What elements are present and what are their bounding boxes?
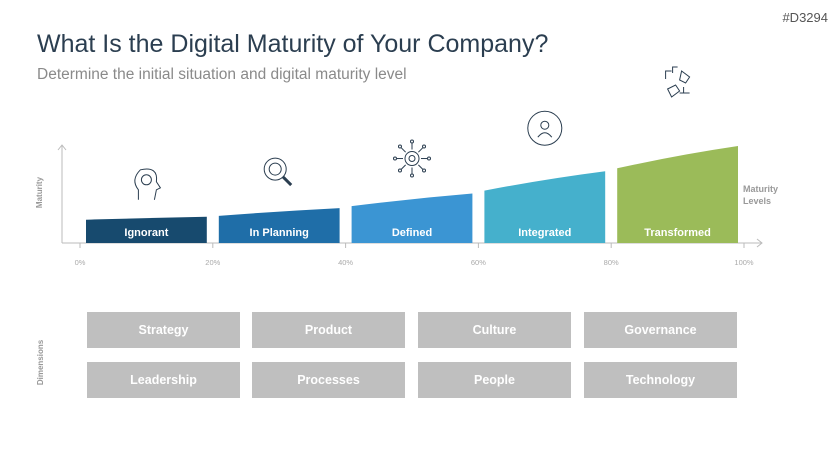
dimension-box: Leadership [87,362,240,398]
level-label: Integrated [518,227,571,239]
dimension-box: Technology [584,362,737,398]
x-tick-label: 20% [205,258,221,267]
magnifier-globe-icon [263,157,293,187]
y-axis-arrow [57,144,67,151]
x-axis-arrow [756,238,763,248]
dimension-box: Culture [418,312,571,348]
level-label: In Planning [250,227,309,239]
dimension-box: People [418,362,571,398]
x-tick-label: 60% [470,258,486,267]
x-axis-label-line: Levels [743,196,772,206]
level-segment [86,216,207,243]
level-label: Defined [392,227,432,239]
slide-code: #D3294 [782,10,828,25]
level-label: Ignorant [124,227,168,239]
gear-circuit-icon [393,139,431,178]
level-segment [218,208,340,243]
dimension-box: Product [252,312,405,348]
head-gear-icon [134,168,162,200]
level-segment [484,171,606,243]
robot-human-hands-icon [665,66,691,98]
x-tick-label: 40% [338,258,354,267]
level-segment [617,146,738,243]
x-tick-label: 80% [603,258,619,267]
y-axis-label: Maturity [35,176,45,209]
dimension-box: Governance [584,312,737,348]
dimensions-label: Dimensions [36,339,46,386]
x-tick-label: 100% [734,258,754,267]
dimension-box: Processes [252,362,405,398]
dimension-box: Strategy [87,312,240,348]
x-axis-label-line: Maturity [743,184,779,194]
maturity-chart: Ignorant In Planning Defined Integrated Tran… [57,66,763,248]
level-segment [351,193,473,243]
person-network-icon [527,110,563,146]
page-subtitle: Determine the initial situation and digi… [37,66,407,83]
x-tick-label: 0% [74,258,86,267]
level-label: Transformed [644,227,711,239]
page-title: What Is the Digital Maturity of Your Com… [37,30,549,58]
